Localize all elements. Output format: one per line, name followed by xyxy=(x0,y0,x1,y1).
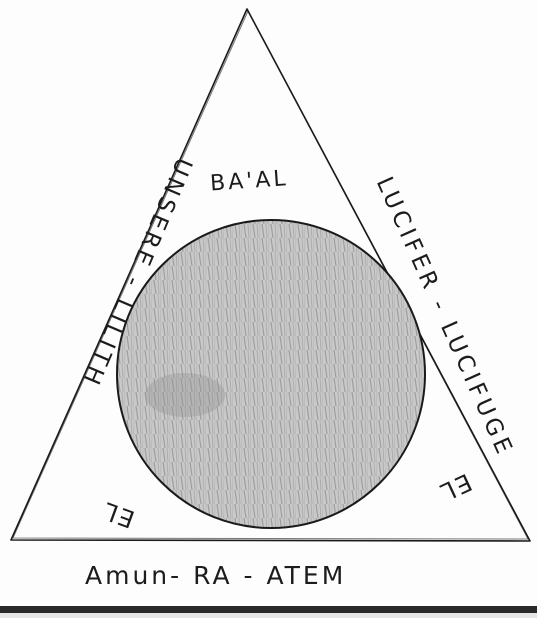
circle-shadow-patch xyxy=(145,373,225,417)
label-el-right: EL xyxy=(435,468,476,507)
shaded-circle xyxy=(117,220,425,528)
label-el-left: EL xyxy=(98,496,138,533)
label-baal: BA'AL xyxy=(209,166,289,196)
footer-bar-shadow xyxy=(0,613,537,618)
label-amun-ra-atem: Amun- RA - ATEM xyxy=(85,561,346,590)
footer-bar xyxy=(0,606,537,613)
